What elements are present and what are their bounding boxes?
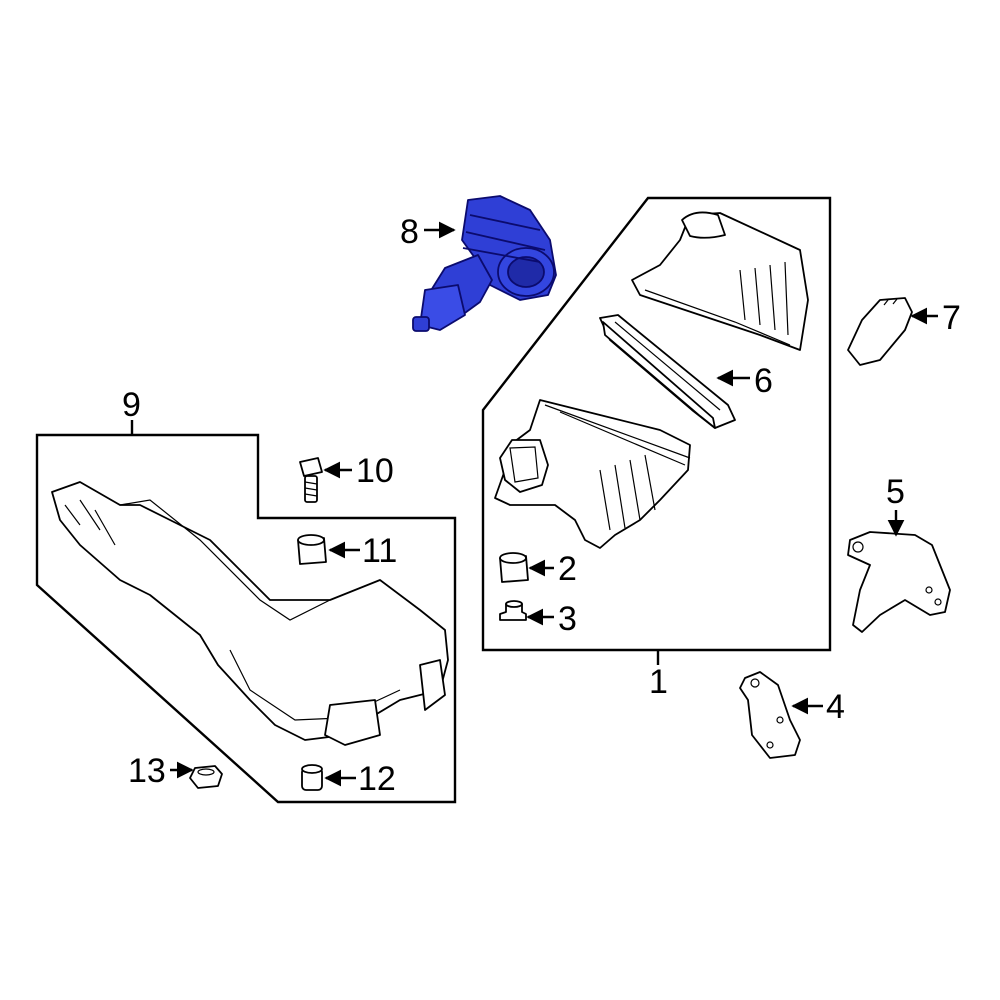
part-13-nut[interactable]: [189, 765, 223, 789]
callout-labels: 8 7 6 5 2 3 1 4 9 10 11 12 13: [122, 213, 961, 798]
callout-5: 5: [886, 473, 905, 511]
part-1-air-cleaner-cover[interactable]: [631, 211, 809, 351]
callout-4: 4: [826, 688, 845, 726]
part-8-air-intake-hose[interactable]: [412, 195, 557, 332]
leader-lines: [130, 221, 938, 787]
part-12-sleeve[interactable]: [301, 764, 323, 791]
part-2-grommet[interactable]: [499, 552, 529, 583]
callout-6: 6: [754, 362, 773, 400]
part-6-air-filter[interactable]: [599, 314, 736, 429]
part-1-air-cleaner-housing[interactable]: [494, 399, 691, 549]
part-11-grommet[interactable]: [297, 534, 327, 565]
callout-13: 13: [128, 752, 166, 790]
part-9-air-duct[interactable]: [51, 481, 449, 746]
callout-11: 11: [362, 532, 397, 570]
assembly-9-frame: [35, 433, 457, 804]
assembly-1-frame: [481, 196, 832, 652]
part-10-bolt[interactable]: [299, 457, 323, 503]
callout-12: 12: [358, 760, 396, 798]
part-3-pin[interactable]: [499, 600, 527, 621]
callout-1: 1: [649, 663, 668, 701]
callout-10: 10: [356, 452, 394, 490]
callout-8: 8: [400, 213, 419, 251]
part-4-bracket[interactable]: [739, 671, 801, 759]
callout-2: 2: [558, 550, 577, 588]
part-7-sensor[interactable]: [847, 297, 913, 366]
callout-7: 7: [942, 299, 961, 337]
callout-3: 3: [558, 600, 577, 638]
part-5-bracket[interactable]: [847, 531, 951, 633]
callout-9: 9: [122, 386, 141, 424]
